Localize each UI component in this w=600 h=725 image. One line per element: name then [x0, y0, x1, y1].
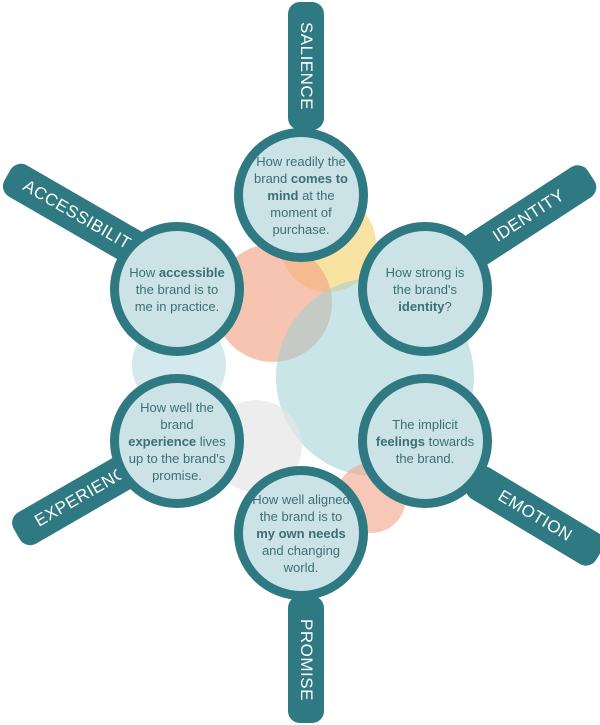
promise-label: PROMISE — [297, 618, 316, 701]
lens-experience: How well the brand experience lives up t… — [110, 374, 244, 508]
lens-promise: How well aligned the brand is to my own … — [234, 466, 368, 600]
handle-promise: PROMISE — [288, 596, 324, 723]
lens-identity: How strong is the brand's identity? — [358, 222, 492, 356]
promise-description: How well aligned the brand is to my own … — [252, 491, 350, 575]
salience-description: How readily the brand comes to mind at t… — [254, 153, 348, 237]
handle-emotion: EMOTION — [461, 461, 600, 571]
salience-label: SALIENCE — [297, 21, 316, 111]
identity-description: How strong is the brand's identity? — [385, 264, 465, 314]
identity-label: IDENTITY — [489, 185, 569, 246]
experience-description: How well the brand experience lives up t… — [128, 399, 226, 483]
emotion-label: EMOTION — [494, 486, 576, 546]
accessibility-description: How accessible the brand is to me in pra… — [129, 264, 225, 314]
lens-salience: How readily the brand comes to mind at t… — [234, 128, 368, 262]
lens-accessibility: How accessible the brand is to me in pra… — [110, 222, 244, 356]
emotion-description: The implicit feelings towards the brand. — [375, 416, 475, 466]
lens-emotion: The implicit feelings towards the brand. — [358, 374, 492, 508]
handle-salience: SALIENCE — [288, 2, 324, 130]
